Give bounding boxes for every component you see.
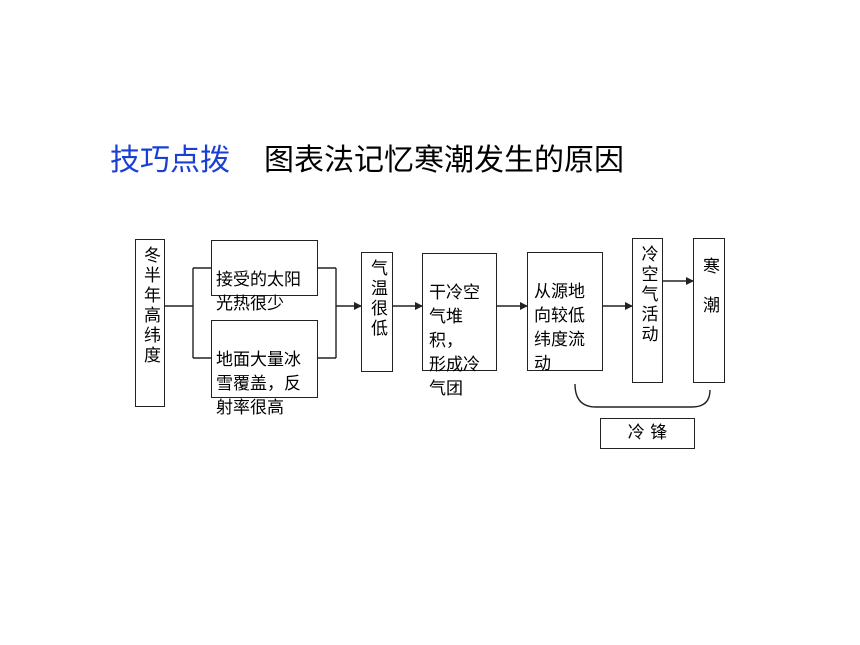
- box-flow-label: 从源地 向较低 纬度流 动: [534, 282, 585, 374]
- box-air-label: 干冷空 气堆积， 形成冷 气团: [429, 283, 480, 399]
- title-tag: 技巧点拨: [110, 143, 230, 178]
- box-cold-label: 冷空气活动: [637, 245, 658, 345]
- box-sun-heat: 接受的太阳 光热很少: [211, 240, 318, 314]
- page-title: 技巧点拨图表法记忆寒潮发生的原因: [110, 140, 624, 182]
- box-ice-label: 地面大量冰 雪覆盖，反 射率很高: [216, 350, 301, 418]
- box-cold-wave: 寒潮: [693, 238, 725, 383]
- box-winter-label: 冬半年高纬度: [140, 246, 160, 366]
- title-main: 图表法记忆寒潮发生的原因: [264, 143, 624, 178]
- box-cold-air-activity: 冷空气活动: [632, 238, 663, 383]
- box-low-temperature: 气温很低: [361, 252, 393, 372]
- box-temp-label: 气温很低: [367, 259, 387, 339]
- box-cold-front: 冷 锋: [600, 418, 695, 449]
- box-sun-label: 接受的太阳 光热很少: [216, 270, 301, 314]
- box-winter-high-latitude: 冬半年高纬度: [135, 239, 165, 407]
- box-wave-label: 寒潮: [699, 257, 719, 335]
- box-ice-snow: 地面大量冰 雪覆盖，反 射率很高: [211, 320, 318, 418]
- box-flow-low-latitude: 从源地 向较低 纬度流 动: [527, 252, 603, 374]
- box-cold-air-mass: 干冷空 气堆积， 形成冷 气团: [422, 253, 497, 399]
- box-front-label: 冷 锋: [627, 423, 668, 443]
